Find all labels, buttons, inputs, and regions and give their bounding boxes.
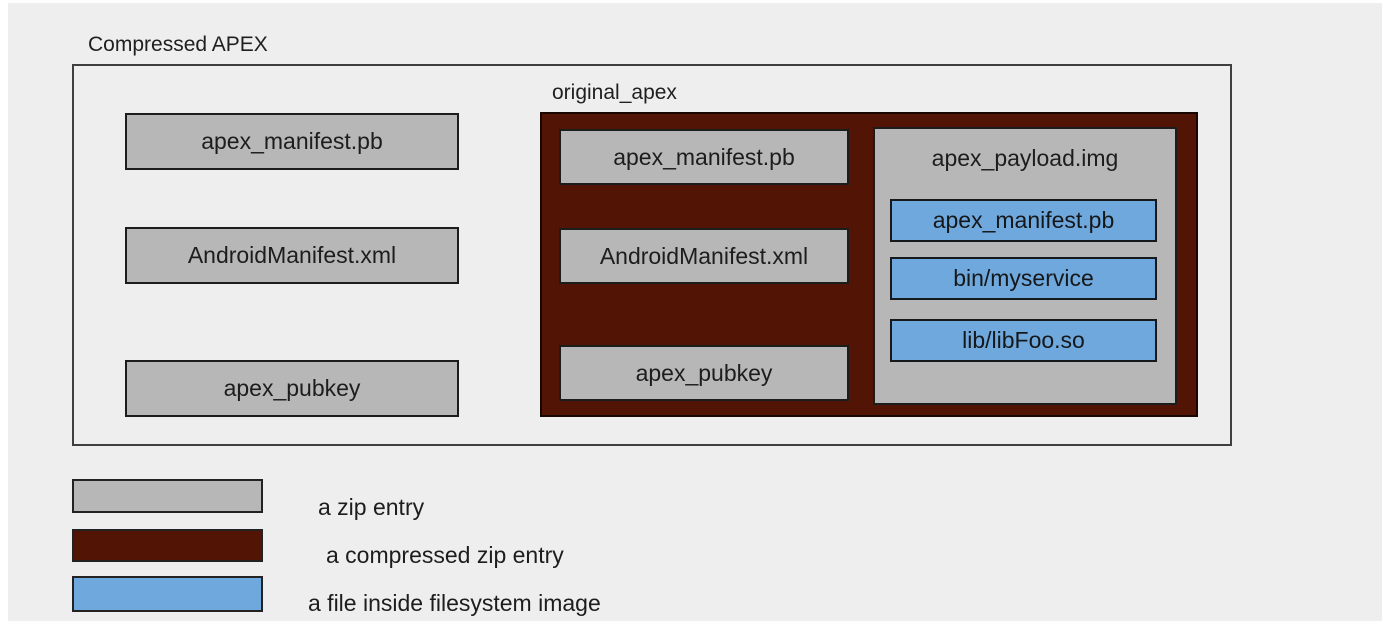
zip-entry-box: apex_manifest.pb (125, 113, 459, 170)
legend-label-compressed-zip-entry: a compressed zip entry (326, 542, 564, 568)
original-apex-label: original_apex (552, 81, 677, 104)
zip-entry-swatch (72, 479, 263, 513)
compressed-apex-container (72, 64, 1232, 446)
zip-entry-box: apex_pubkey (559, 345, 849, 401)
legend-label-zip-entry: a zip entry (318, 494, 425, 520)
filesystem-file-box: lib/libFoo.so (890, 319, 1157, 362)
diagram-canvas: Compressed APEX apex_manifest.pb Android… (8, 3, 1382, 621)
filesystem-file-swatch (72, 576, 263, 612)
original-apex-box: apex_manifest.pb AndroidManifest.xml ape… (540, 112, 1198, 417)
compressed-apex-title: Compressed APEX (88, 33, 268, 56)
filesystem-file-box: bin/myservice (890, 257, 1157, 300)
zip-entry-box: AndroidManifest.xml (559, 228, 849, 284)
apex-payload-title: apex_payload.img (931, 145, 1119, 171)
zip-entry-box: apex_manifest.pb (559, 129, 849, 185)
legend-label-filesystem-file: a file inside filesystem image (308, 590, 601, 616)
filesystem-file-box: apex_manifest.pb (890, 199, 1157, 242)
zip-entry-box: apex_pubkey (125, 360, 459, 417)
apex-payload-box: apex_payload.img apex_manifest.pb bin/my… (873, 127, 1177, 405)
zip-entry-box: AndroidManifest.xml (125, 227, 459, 284)
compressed-zip-entry-swatch (72, 529, 263, 562)
